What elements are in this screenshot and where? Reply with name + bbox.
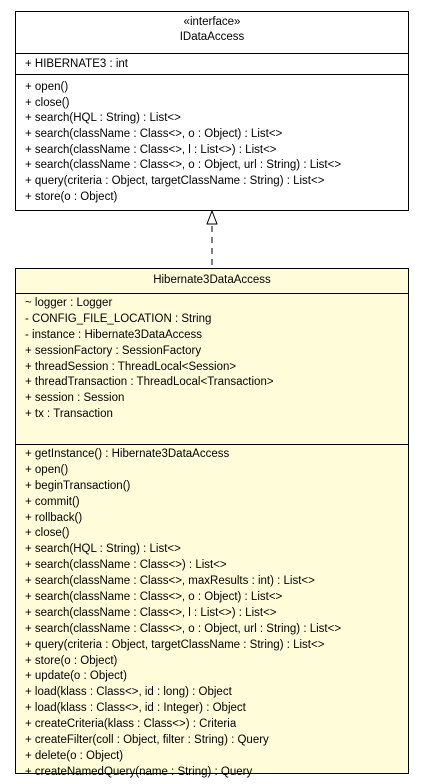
class-operation: + delete(o : Object) — [25, 749, 124, 762]
class-operation: + search(className : Class<>, l : List<>… — [25, 606, 277, 619]
interface-operations: + open() + close() + search(HQL : String… — [16, 75, 408, 206]
class-hibernate3dataaccess: Hibernate3DataAccess ~ logger : Logger -… — [15, 268, 409, 778]
interface-stereotype: «interface» — [183, 16, 241, 28]
class-operation: + createFilter(coll : Object, filter : S… — [25, 734, 269, 747]
class-operation: + load(klass : Class<>, id : long) : Obj… — [25, 686, 232, 699]
class-operation: + store(o : Object) — [25, 654, 118, 667]
class-attribute: - CONFIG_FILE_LOCATION : String — [25, 312, 212, 325]
class-operation: + query(criteria : Object, targetClassNa… — [25, 638, 325, 651]
class-attribute: + sessionFactory : SessionFactory — [25, 344, 202, 357]
interface-operation: + open() — [25, 81, 69, 93]
interface-operation: + search(className : Class<>, o : Object… — [25, 159, 342, 172]
class-attribute: ~ logger : Logger — [25, 297, 113, 309]
interface-idataaccess: «interface» IDataAccess + HIBERNATE3 : i… — [15, 11, 409, 211]
interface-operation: + search(className : Class<>, o : Object… — [25, 128, 283, 141]
interface-operation: + close() — [25, 96, 70, 109]
class-operation: + open() — [25, 463, 69, 476]
class-operation: + close() — [25, 527, 70, 540]
interface-header: «interface» IDataAccess — [16, 12, 408, 54]
interface-attributes: + HIBERNATE3 : int — [16, 54, 408, 75]
class-operation: + getInstance() : Hibernate3DataAccess — [25, 448, 230, 460]
class-operation: + createCriteria(klass : Class<>) : Crit… — [25, 718, 237, 731]
interface-operation: + query(criteria : Object, targetClassNa… — [25, 175, 325, 188]
class-operation: + search(className : Class<>, o : Object… — [25, 591, 283, 604]
class-attribute: + tx : Transaction — [25, 408, 113, 421]
class-operation: + rollback() — [25, 511, 83, 524]
class-attribute: + threadSession : ThreadLocal<Session> — [25, 360, 237, 373]
class-operation: + search(className : Class<>) : List<> — [25, 559, 227, 572]
class-name: Hibernate3DataAccess — [153, 274, 271, 286]
interface-attribute: + HIBERNATE3 : int — [25, 58, 129, 70]
interface-operation: + store(o : Object) — [25, 190, 118, 203]
class-operations: + getInstance() : Hibernate3DataAccess +… — [16, 445, 408, 781]
class-attribute: + session : Session — [25, 392, 125, 405]
interface-operation: + search(className : Class<>, l : List<>… — [25, 143, 277, 156]
class-operation: + search(HQL : String) : List<> — [25, 543, 181, 556]
interface-operation: + search(HQL : String) : List<> — [25, 112, 181, 125]
class-operation: + update(o : Object) — [25, 670, 127, 683]
hollow-triangle-arrowhead — [206, 209, 218, 225]
interface-name: IDataAccess — [179, 31, 245, 43]
class-operation: + search(className : Class<>, maxResults… — [25, 575, 315, 588]
class-operation: + commit() — [25, 495, 80, 508]
class-header: Hibernate3DataAccess — [16, 269, 408, 294]
class-attribute: + threadTransaction : ThreadLocal<Transa… — [25, 376, 274, 389]
class-attribute: - instance : Hibernate3DataAccess — [25, 328, 203, 341]
class-operation: + beginTransaction() — [25, 479, 131, 492]
class-operation: + createNamedQuery(name : String) : Quer… — [25, 765, 253, 778]
class-attributes: ~ logger : Logger - CONFIG_FILE_LOCATION… — [16, 294, 408, 445]
class-operation: + search(className : Class<>, o : Object… — [25, 622, 342, 635]
class-operation: + load(klass : Class<>, id : Integer) : … — [25, 702, 246, 715]
